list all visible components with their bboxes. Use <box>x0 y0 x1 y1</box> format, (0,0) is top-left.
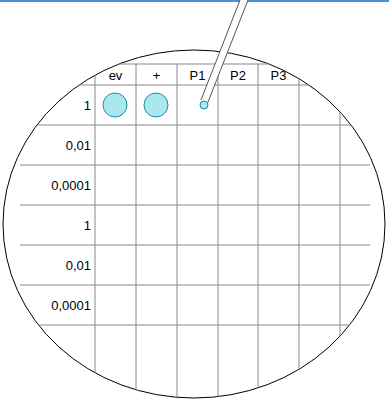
row-label: 1 <box>84 219 91 232</box>
top-bar <box>0 0 389 2</box>
row-label: 0,01 <box>66 139 91 152</box>
row-label: 0,0001 <box>51 179 91 192</box>
petri-dish <box>3 50 385 398</box>
row-label: 0,01 <box>66 259 91 272</box>
column-header: P2 <box>230 69 246 82</box>
colony-spot <box>103 93 127 117</box>
column-header: P1 <box>190 69 206 82</box>
column-header: + <box>153 69 161 82</box>
row-label: 0,0001 <box>51 299 91 312</box>
column-header: P3 <box>271 69 287 82</box>
grid <box>20 64 370 399</box>
colony-spot <box>144 93 168 117</box>
column-header: ev <box>109 69 123 82</box>
pipette <box>201 0 248 102</box>
row-label: 1 <box>84 99 91 112</box>
drop-spot <box>200 101 208 109</box>
